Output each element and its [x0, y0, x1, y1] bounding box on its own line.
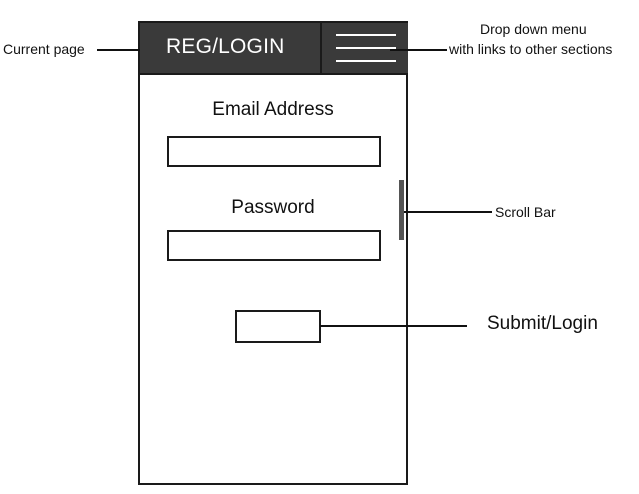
annotation-current-page: Current page [3, 41, 85, 57]
annotation-dropdown-line2: with links to other sections [449, 41, 613, 57]
phone-wireframe: REG/LOGIN Email Address Password [138, 21, 408, 485]
password-field[interactable] [167, 230, 381, 261]
connector-dropdown [390, 49, 447, 51]
hamburger-menu-icon[interactable] [320, 23, 408, 73]
menu-line [336, 47, 396, 49]
connector-current-page [97, 49, 140, 51]
connector-submit [320, 325, 467, 327]
annotation-submit-login: Submit/Login [487, 313, 598, 334]
email-field[interactable] [167, 136, 381, 167]
menu-line [336, 34, 396, 36]
connector-scroll-bar [404, 211, 492, 213]
menu-line [336, 60, 396, 62]
password-label: Password [231, 197, 315, 218]
annotation-dropdown-line1: Drop down menu [480, 21, 587, 37]
page-title: REG/LOGIN [166, 35, 285, 58]
scrollbar[interactable] [399, 180, 404, 240]
annotation-scroll-bar: Scroll Bar [495, 204, 556, 220]
email-label: Email Address [212, 99, 334, 120]
app-header: REG/LOGIN [140, 23, 408, 75]
submit-button[interactable] [235, 310, 321, 343]
